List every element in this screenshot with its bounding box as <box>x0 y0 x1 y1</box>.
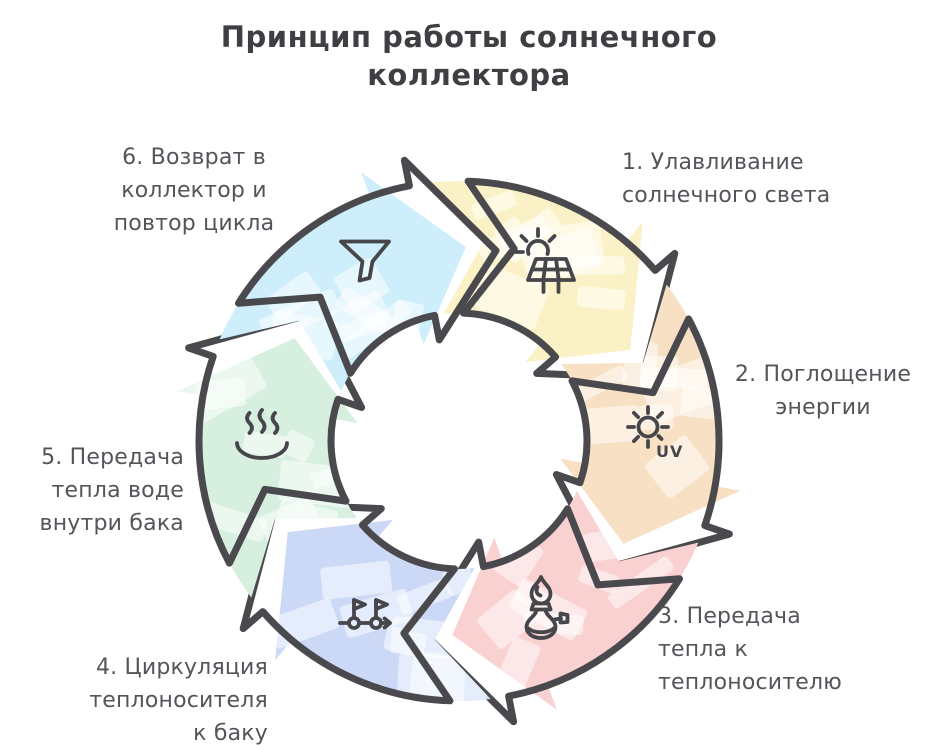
step-label-6: 6. Возврат в коллектор и повтор цикла <box>113 145 275 236</box>
step-label-4: 4. Циркуляция теплоносителя к баку <box>89 655 268 746</box>
step-label-5: 5. Передача тепла воде внутри бака <box>39 445 184 536</box>
step-label-2: 2. Поглощение энергии <box>734 362 912 420</box>
step-label-3: 3. Передача тепла к теплоносителю <box>658 604 843 695</box>
uv-sun-icon: UV <box>626 405 683 461</box>
cycle-arrow-segment-1 <box>427 177 679 382</box>
milestone-flags-icon <box>338 598 392 630</box>
cycle-arrow-segment-4 <box>239 500 492 705</box>
steam-icon <box>235 408 289 460</box>
uv-label: UV <box>656 442 683 461</box>
funnel-icon <box>339 239 391 283</box>
burner-icon <box>524 575 570 640</box>
page-title: Принцип работы солнечного коллектора <box>220 20 718 92</box>
solar-panel-sun-icon <box>514 227 576 294</box>
cycle-arrow-segment-2 <box>547 284 741 572</box>
step-label-1: 1. Улавливание солнечного света <box>622 150 831 208</box>
